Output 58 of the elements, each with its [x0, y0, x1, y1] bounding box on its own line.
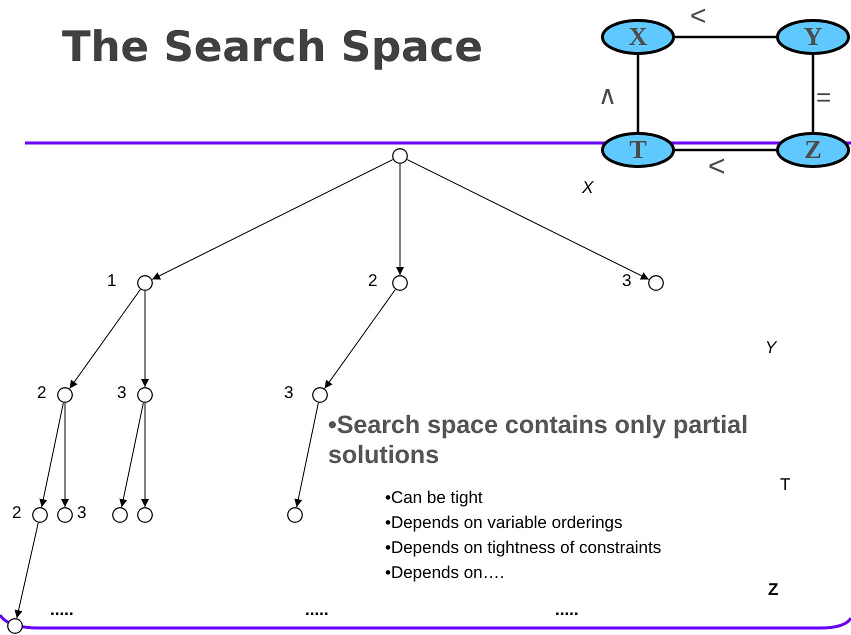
value-label: 2: [12, 503, 22, 523]
arrow: [294, 402, 319, 508]
node-label: T: [628, 137, 648, 163]
variable-name: Z: [768, 580, 778, 600]
value-label: 1: [107, 271, 116, 291]
node-label: Z: [803, 137, 823, 163]
arrow: [141, 402, 149, 508]
node-label: Y: [802, 24, 824, 50]
tree-node-circle: [648, 275, 664, 291]
tree-node-circle: [112, 507, 128, 523]
value-label: 3: [284, 383, 294, 403]
variable-node: [601, 19, 675, 55]
variable-node: [776, 132, 850, 168]
bullet-heading: •Search space contains only partial solutions: [328, 410, 750, 470]
tree-node-circle: [137, 275, 153, 291]
ellipsis-mark: .....: [305, 600, 329, 620]
value-label: 2: [368, 271, 378, 291]
tree-node-circle: [312, 387, 328, 403]
bullet-text: •Depends on….: [385, 563, 504, 583]
arrow: [141, 290, 149, 388]
ellipsis-mark: .....: [50, 600, 74, 620]
arrow: [324, 289, 396, 389]
constraint-line: [675, 148, 776, 152]
value-label: 3: [117, 383, 126, 403]
ellipsis-mark: .....: [555, 600, 579, 620]
arrow: [119, 402, 144, 508]
bullet-text: •Depends on tightness of constraints: [385, 538, 662, 558]
constraint-line: [812, 55, 814, 132]
tree-node-circle: [57, 507, 73, 523]
tree-node-circle: [7, 618, 23, 634]
tree-node-circle: [287, 507, 303, 523]
constraint-line: [636, 55, 640, 132]
value-label: 2: [37, 383, 46, 403]
tree-node-circle: [137, 387, 153, 403]
variable-name: Y: [765, 338, 776, 358]
value-label: 3: [77, 503, 86, 523]
variable-node: [776, 19, 850, 55]
constraint-line: [675, 36, 776, 38]
bullet-text: •Depends on variable orderings: [385, 513, 622, 533]
arrow: [61, 402, 69, 508]
arrow: [14, 522, 39, 619]
bullet-text: •Can be tight: [385, 488, 483, 508]
variable-name: T: [780, 475, 790, 495]
slide-title: The Search Space: [62, 22, 483, 71]
tree-node-circle: [392, 148, 408, 164]
tree-node-circle: [392, 275, 408, 291]
tree-node-circle: [137, 507, 153, 523]
tree-node-circle: [57, 387, 73, 403]
arrow: [406, 159, 650, 280]
arrow: [69, 289, 141, 389]
value-label: 3: [622, 271, 632, 291]
arrow: [396, 164, 404, 276]
node-label: X: [628, 24, 648, 50]
tree-node-circle: [32, 507, 48, 523]
arrow: [152, 159, 394, 280]
variable-name: X: [582, 178, 594, 198]
arrow: [39, 402, 64, 508]
variable-node: [601, 132, 675, 168]
